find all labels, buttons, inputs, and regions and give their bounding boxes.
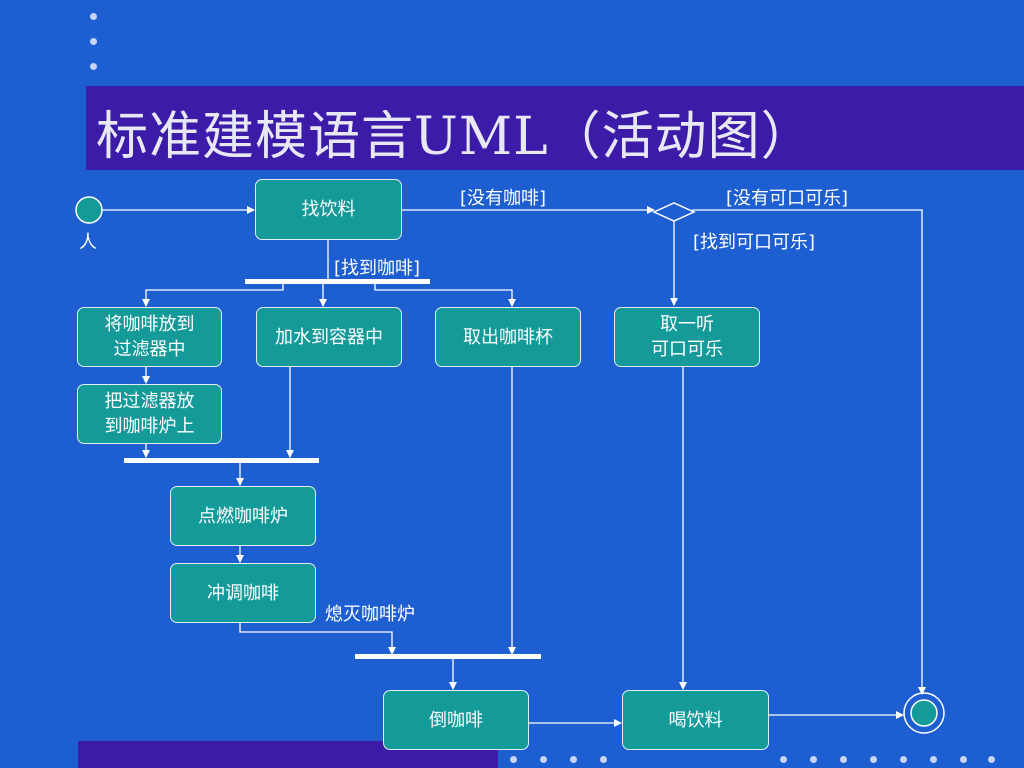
decorative-dot xyxy=(840,756,847,763)
decorative-dot xyxy=(988,756,995,763)
guard-found-cola: [找到可口可乐] xyxy=(693,232,816,253)
fork-bar xyxy=(245,279,430,284)
activity-put-filter-in-maker[interactable]: 把过滤器放 到咖啡炉上 xyxy=(77,384,222,444)
decorative-dot xyxy=(810,756,817,763)
activity-take-cup[interactable]: 取出咖啡杯 xyxy=(435,307,581,367)
decorative-dot xyxy=(600,756,607,763)
edge-fork-to-take-cup xyxy=(374,283,516,307)
activity-pour-coffee[interactable]: 倒咖啡 xyxy=(383,690,529,750)
edge-no-cola-to-end xyxy=(692,209,926,695)
guard-found-coffee: [找到咖啡] xyxy=(334,258,421,279)
guard-no-coffee: [没有咖啡] xyxy=(460,188,547,209)
decorative-dot xyxy=(930,756,937,763)
activity-drink[interactable]: 喝饮料 xyxy=(622,690,769,750)
activity-get-cola[interactable]: 取一听 可口可乐 xyxy=(614,307,760,367)
decorative-dot xyxy=(900,756,907,763)
activity-light-maker[interactable]: 点燃咖啡炉 xyxy=(170,486,316,546)
start-node xyxy=(75,196,103,224)
title-bar: 标准建模语言UML（活动图） xyxy=(86,86,1024,170)
decorative-dot xyxy=(540,756,547,763)
edge-fork-to-put-coffee xyxy=(142,283,284,307)
join-bar xyxy=(355,654,541,659)
decorative-dot xyxy=(960,756,967,763)
page-title: 标准建模语言UML（活动图） xyxy=(96,107,814,167)
activity-find-drink[interactable]: 找饮料 xyxy=(255,179,402,240)
actor-label: 人 xyxy=(79,232,97,253)
event-turn-off-maker: 熄灭咖啡炉 xyxy=(325,604,415,625)
decorative-dot xyxy=(90,38,97,45)
activity-brew-coffee[interactable]: 冲调咖啡 xyxy=(170,563,316,623)
decorative-dot xyxy=(90,63,97,70)
edge-brew-to-join2 xyxy=(239,623,396,655)
end-node-core xyxy=(910,699,938,727)
decorative-dot xyxy=(570,756,577,763)
guard-no-cola: [没有可口可乐] xyxy=(726,188,849,209)
decorative-dot xyxy=(780,756,787,763)
activity-add-water[interactable]: 加水到容器中 xyxy=(256,307,402,367)
decision-diamond xyxy=(652,202,696,222)
join-bar xyxy=(124,458,319,463)
decorative-dot xyxy=(90,13,97,20)
activity-put-coffee-in-filter[interactable]: 将咖啡放到 过滤器中 xyxy=(77,307,222,367)
decorative-dot xyxy=(870,756,877,763)
end-node-ring xyxy=(903,692,945,734)
decorative-dot xyxy=(510,756,517,763)
